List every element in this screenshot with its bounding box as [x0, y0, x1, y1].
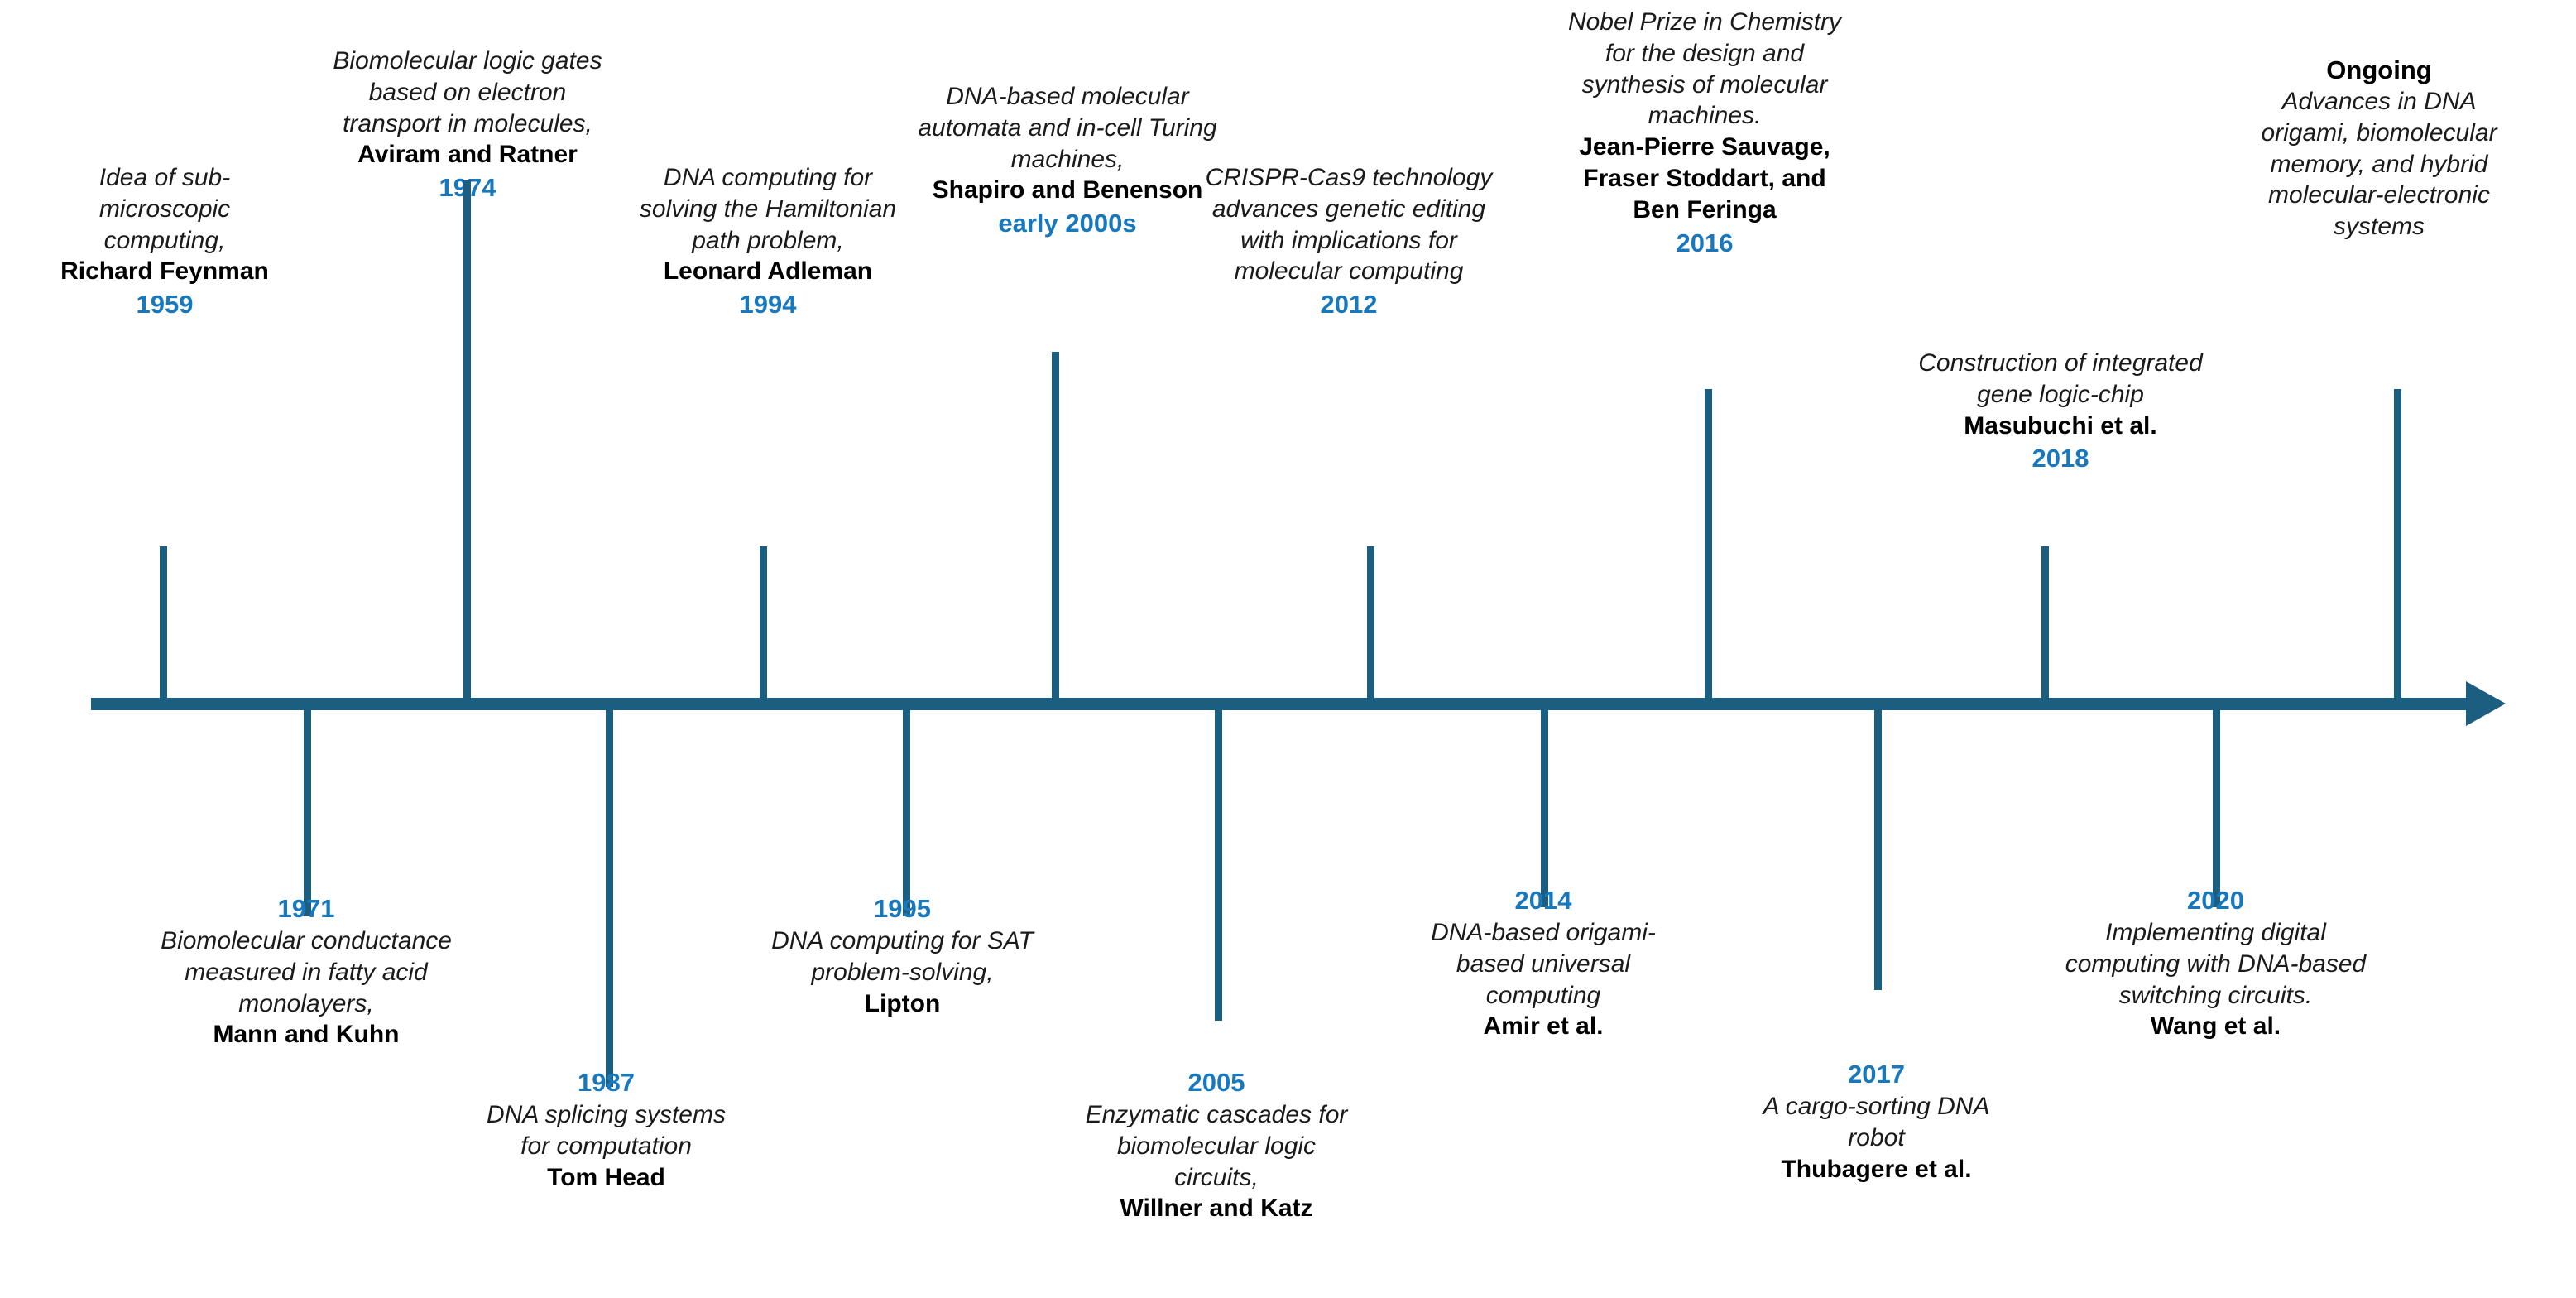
entry-year: 2016 [1676, 228, 1734, 257]
entry-description: DNA computing for SAT problem-solving, [771, 927, 1034, 986]
tick-2014 [1541, 710, 1548, 907]
tick-2012 [1367, 546, 1374, 702]
entry-author: Leonard Adleman [663, 257, 873, 286]
entry-author: Willner and Katz [1120, 1195, 1313, 1223]
entry-description: DNA splicing systems for computation [487, 1101, 726, 1160]
entry-author: Tom Head [547, 1163, 665, 1191]
tick-1971 [304, 710, 311, 916]
entry-author: Masubuchi et al. [1964, 411, 2157, 440]
entry-author: Amir et al. [1483, 1012, 1604, 1041]
timeline-entry-early-2000s[interactable]: DNA-based molecular automata and in-cell… [827, 81, 1307, 239]
entry-description: Biomolecular logic gates based on electr… [333, 47, 602, 137]
entry-author: Lipton [864, 989, 941, 1017]
entry-description: CRISPR-Cas9 technology advances genetic … [1205, 164, 1493, 286]
entry-year: 1959 [136, 290, 194, 320]
timeline-entry-2014[interactable]: 2014 DNA-based origami- based universal … [1361, 884, 1725, 1042]
entry-author: Thubagere et al. [1781, 1155, 1972, 1183]
tick-ongoing [2394, 389, 2401, 702]
entry-author: Mann and Kuhn [213, 1021, 400, 1049]
entry-year: 2005 [1187, 1068, 1245, 1097]
timeline-entry-1959[interactable]: Idea of sub- microscopic computing, Rich… [8, 162, 321, 320]
timeline-entry-2005[interactable]: 2005 Enzymatic cascades for biomolecular… [985, 1066, 1448, 1224]
tick-2016 [1705, 389, 1712, 702]
entry-description: Enzymatic cascades for biomolecular logi… [1085, 1101, 1348, 1191]
entry-year: 1995 [874, 894, 931, 923]
entry-year: Ongoing [2326, 55, 2432, 84]
tick-early-2000s [1052, 352, 1059, 702]
tick-2018 [2041, 546, 2049, 702]
entry-description: Biomolecular conductance measured in fat… [161, 927, 452, 1017]
tick-2020 [2213, 710, 2220, 907]
entry-year: 1987 [578, 1068, 635, 1097]
timeline-entry-ongoing[interactable]: Ongoing Advances in DNA origami, biomole… [2185, 54, 2574, 243]
tick-2017 [1874, 710, 1882, 990]
timeline-entry-1995[interactable]: 1995 DNA computing for SAT problem-solvi… [693, 892, 1111, 1019]
entry-description: Nobel Prize in Chemistry for the design … [1567, 8, 1842, 130]
entry-author: Wang et al. [2150, 1012, 2281, 1041]
tick-2005 [1215, 710, 1222, 1021]
entry-year: 2014 [1514, 886, 1572, 915]
entry-author: Jean-Pierre Sauvage, Fraser Stoddart, an… [1579, 133, 1830, 224]
timeline-entry-2020[interactable]: 2020 Implementing digital computing with… [1978, 884, 2454, 1042]
entry-description: Implementing digital computing with DNA-… [2065, 919, 2367, 1009]
entry-year: early 2000s [998, 209, 1137, 238]
timeline-entry-1994[interactable]: DNA computing for solving the Hamiltonia… [553, 162, 983, 320]
entry-year: 1994 [739, 290, 797, 320]
tick-1959 [160, 546, 167, 702]
entry-description: A cargo-sorting DNA robot [1763, 1093, 1990, 1151]
entry-year: 2017 [1848, 1060, 1905, 1089]
entry-description: DNA-based origami- based universal compu… [1431, 919, 1656, 1009]
entry-year: 2020 [2187, 886, 2244, 915]
entry-year: 2018 [2032, 444, 2089, 474]
timeline-entry-1987[interactable]: 1987 DNA splicing systems for computatio… [405, 1066, 807, 1193]
entry-year: 2012 [1320, 290, 1378, 320]
entry-author: Aviram and Ratner [357, 141, 578, 169]
entry-author: Richard Feynman [60, 257, 269, 286]
timeline-entry-2012[interactable]: CRISPR-Cas9 technology advances genetic … [1134, 162, 1564, 320]
timeline-entry-2018[interactable]: Construction of integrated gene logic-ch… [1833, 348, 2288, 474]
timeline-arrow-icon [2466, 681, 2506, 726]
tick-1987 [606, 710, 613, 1087]
entry-description: DNA-based molecular automata and in-cell… [918, 83, 1217, 173]
entry-author: Shapiro and Benenson [932, 176, 1203, 204]
tick-1974 [463, 180, 471, 702]
entry-description: Advances in DNA origami, biomolecular me… [2261, 88, 2497, 241]
timeline-entry-2016[interactable]: Nobel Prize in Chemistry for the design … [1489, 7, 1920, 259]
tick-1994 [760, 546, 767, 702]
entry-description: DNA computing for solving the Hamiltonia… [639, 164, 897, 254]
timeline-axis-line [91, 698, 2478, 710]
entry-year: 1971 [277, 894, 335, 923]
entry-description: Construction of integrated gene logic-ch… [1918, 349, 2203, 408]
entry-description: Idea of sub- microscopic computing, [98, 164, 231, 254]
timeline-entry-1971[interactable]: 1971 Biomolecular conductance measured i… [50, 892, 563, 1050]
tick-1995 [903, 710, 910, 916]
timeline-entry-2017[interactable]: 2017 A cargo-sorting DNA robot Thubagere… [1647, 1058, 2106, 1185]
